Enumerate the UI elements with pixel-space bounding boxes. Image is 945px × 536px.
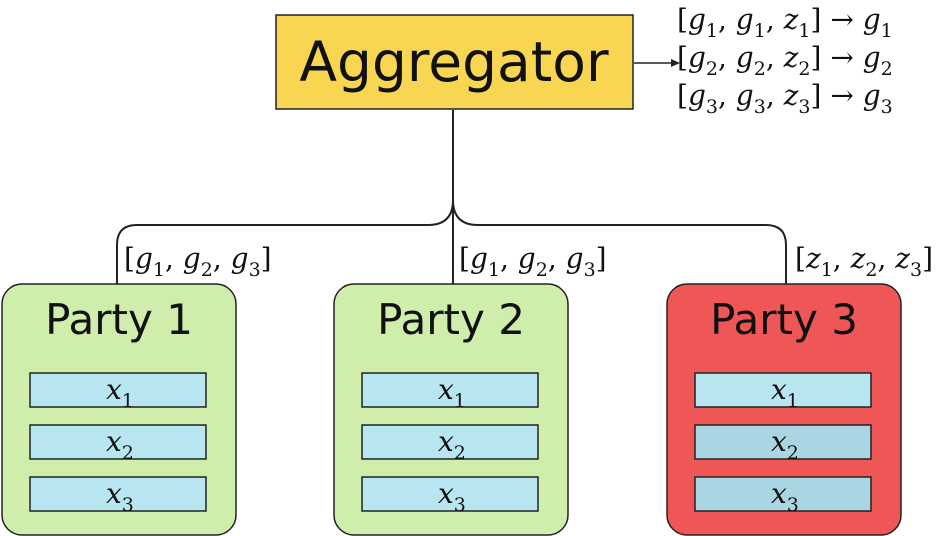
party-3-feature-row-1 — [694, 372, 872, 408]
party-2-feature-label-2: x2​ — [438, 425, 466, 464]
output-mapping-2: [g2​, g2​, z2​] → g2​ — [677, 41, 893, 80]
output-mapping-list: [g1​, g1​, z1​] → g1​[g2​, g2​, z2​] → g… — [677, 3, 893, 118]
connector-lines — [116, 110, 787, 284]
party-2-feature-label-1: x1​ — [438, 373, 466, 412]
party-3-box: Party 3 x1​ x2​ x3​ — [666, 283, 902, 536]
party-1-feature-label-3: x3​ — [106, 477, 134, 516]
party-3-feature-label-2: x2​ — [771, 425, 799, 464]
party-1-feature-label-1: x1​ — [106, 373, 134, 412]
party-boxes: Party 1 x1​ x2​ x3​ Party 2 x1​ x2​ x3​ Party 3 x… — [1, 283, 902, 536]
party-2-feature-row-1 — [361, 372, 539, 408]
branch-line-party-3 — [452, 199, 787, 284]
party-2-feature-label-3: x3​ — [438, 477, 466, 516]
party-3-feature-row-2 — [694, 424, 872, 460]
party-3-label: Party 3 — [710, 295, 858, 344]
party-2-label: Party 2 — [377, 295, 525, 344]
output-arrow — [634, 59, 680, 67]
aggregator-box — [275, 14, 634, 110]
party-3-feature-label-3: x3​ — [771, 477, 799, 516]
party-2-box: Party 2 x1​ x2​ x3​ — [333, 283, 569, 536]
party-1-feature-row-3 — [29, 476, 207, 512]
party-2-send-label: [g1​, g2​, g3​] — [459, 242, 607, 281]
party-1-feature-row-1 — [29, 372, 207, 408]
party-send-labels: [g1​, g2​, g3​] [g1​, g2​, g3​] [z1​, z2​,… — [124, 242, 933, 281]
party-1-send-label: [g1​, g2​, g3​] — [124, 242, 272, 281]
party-3-send-label: [z1​, z2​, z3​] — [795, 242, 933, 281]
output-mapping-3: [g3​, g3​, z3​] → g3​ — [677, 79, 893, 118]
party-1-box: Party 1 x1​ x2​ x3​ — [1, 283, 237, 536]
party-2-background — [333, 283, 569, 536]
party-1-feature-label-2: x2​ — [106, 425, 134, 464]
party-3-feature-label-1: x1​ — [771, 373, 799, 412]
aggregator-label: Aggregator — [299, 30, 609, 94]
output-mapping-1: [g1​, g1​, z1​] → g1​ — [677, 3, 893, 42]
party-2-feature-row-3 — [361, 476, 539, 512]
party-3-background — [666, 283, 902, 536]
party-2-feature-row-2 — [361, 424, 539, 460]
party-1-label: Party 1 — [45, 295, 193, 344]
branch-line-party-1 — [116, 199, 454, 284]
party-1-feature-row-2 — [29, 424, 207, 460]
party-3-feature-row-3 — [694, 476, 872, 512]
party-1-background — [1, 283, 237, 536]
